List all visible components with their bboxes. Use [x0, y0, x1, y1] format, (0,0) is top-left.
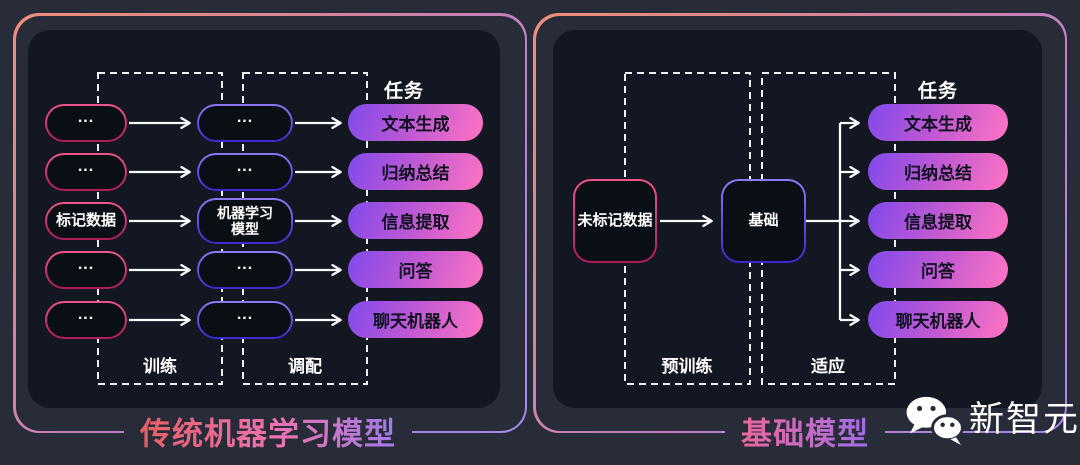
ml-model-node: 机器学习模型: [197, 198, 293, 244]
task-pill-qa: 问答: [868, 251, 1008, 288]
ml-model-node: ...: [197, 104, 293, 142]
brand-name: 新智元: [969, 400, 1080, 439]
task-pill-chatbot: 聊天机器人: [868, 301, 1008, 338]
task-pill-summarization: 归纳总结: [348, 153, 483, 190]
flow-arrows: [129, 116, 860, 327]
task-pill-text-generation: 文本生成: [348, 104, 483, 141]
right-panel-title: 基础模型: [725, 408, 885, 454]
adaptation-stage-label: 适应: [811, 357, 845, 376]
tasks-header: 任务: [383, 81, 424, 102]
labeled-data-node: ...: [45, 251, 127, 289]
task-pill-qa: 问答: [348, 251, 483, 288]
task-pill-summarization: 归纳总结: [868, 153, 1008, 190]
task-pill-text-generation: 文本生成: [868, 104, 1008, 141]
left-panel-title: 传统机器学习模型: [124, 408, 412, 454]
task-pill-chatbot: 聊天机器人: [348, 301, 483, 338]
tasks-header: 任务: [917, 81, 958, 102]
ml-model-node: ...: [197, 251, 293, 289]
task-pill-information-extraction: 信息提取: [868, 202, 1008, 239]
labeled-data-node: ...: [45, 104, 127, 142]
ml-model-node: ...: [197, 301, 293, 339]
unlabeled-data-node: 未标记数据: [573, 179, 657, 263]
wechat-icon: [906, 396, 964, 446]
task-pill-information-extraction: 信息提取: [348, 202, 483, 239]
labeled-data-node: ...: [45, 301, 127, 339]
foundation-model-node: 基础: [721, 179, 806, 263]
ml-model-node: ...: [197, 153, 293, 191]
tuning-stage-label: 调配: [288, 357, 322, 376]
labeled-data-node: 标记数据: [45, 202, 127, 240]
pretraining-stage-label: 预训练: [661, 357, 713, 376]
brand-watermark: 新智元: [903, 394, 1080, 446]
training-stage-label: 训练: [143, 357, 177, 376]
labeled-data-node: ...: [45, 153, 127, 191]
